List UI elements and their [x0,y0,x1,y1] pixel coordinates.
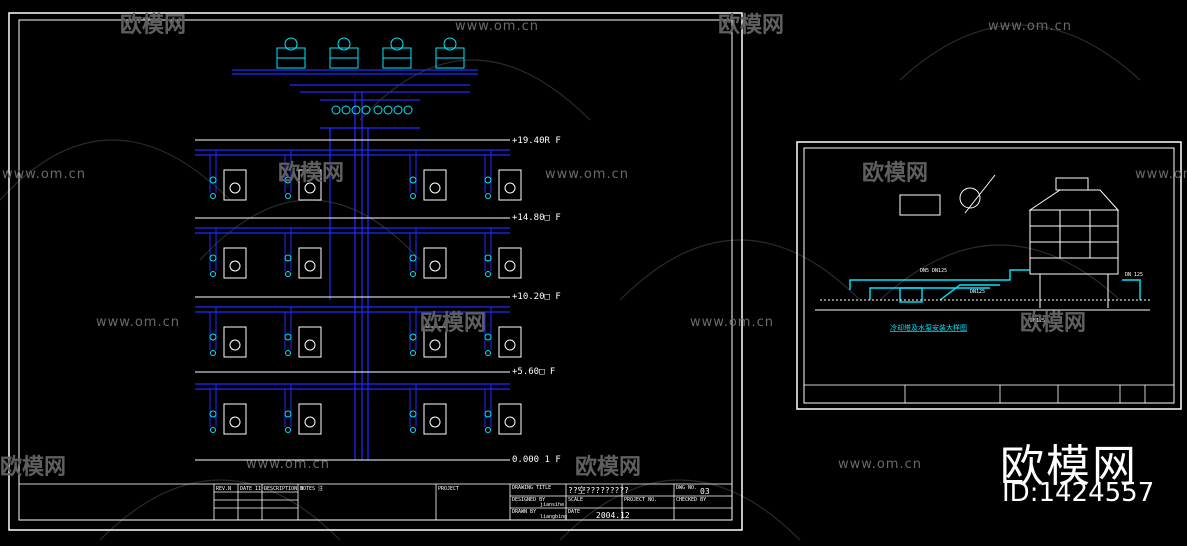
watermark-brand: 欧模网 [1020,310,1086,336]
date-header: DATE 11 [240,486,261,492]
project-no-label: PROJECT NO. [624,497,657,503]
notes-label: NOTES 注 [300,485,323,492]
watermark-brand: 欧模网 [278,160,344,186]
watermark-site: www.om.cn [2,167,86,182]
drawn-by-value: liangbing [540,514,567,520]
roof-cooling-towers [276,37,465,69]
designed-by-value: jiansihe [540,502,564,508]
left-sheet-inner-frame [18,19,733,521]
description-header: DESCRIPTION 3 [264,486,303,492]
floor-lines [195,139,510,461]
watermark-site: www.om.cn [690,315,774,330]
floor-equipment-units [195,149,522,435]
level-label-4f: +14.80□ F [512,213,561,223]
watermark-site: www.om.cn [455,19,539,34]
equipment-unit [484,150,522,201]
equipment-unit [209,384,247,435]
level-label-2f: +5.60□ F [512,367,555,377]
equipment-unit [409,228,447,279]
watermark-arcs [0,24,1141,541]
watermark-site: www.om.cn [246,457,330,472]
detail-symbols [899,174,996,216]
watermark-site: www.om.cn [988,19,1072,34]
right-pipework [849,269,1141,303]
equipment-unit [209,228,247,279]
right-ground-line [815,299,1150,311]
equipment-unit [209,150,247,201]
drawn-by-label: DRAWN BY [512,509,536,515]
equipment-unit [284,307,322,358]
equipment-unit [409,307,447,358]
level-label-roof: +19.40R F [512,136,561,146]
watermark-brand: 欧模网 [420,310,486,336]
equipment-unit [209,307,247,358]
equipment-unit [484,228,522,279]
watermark-brand: 欧模网 [575,454,641,480]
date-value: 2004.12 [596,511,630,520]
equipment-unit [284,228,322,279]
equipment-unit [484,384,522,435]
right-title-block [803,384,1175,404]
scale-label: SCALE [568,497,583,503]
drawing-title-value: ??空????????? [568,485,629,495]
equipment-unit [284,150,322,201]
dn-label-4: DN 125 [1125,272,1143,278]
right-sheet-outer-frame [796,141,1182,410]
designed-by-label: DESIGNED BY [512,497,545,503]
level-label-3f: +10.20□ F [512,292,561,302]
equipment-unit [484,307,522,358]
watermark-site: www.om.cn [545,167,629,182]
roof-pipework [232,69,478,460]
roof-pump-group [331,105,413,115]
watermark-site: www.om.cn [1135,167,1187,182]
left-sheet-outer-frame [8,12,743,531]
level-label-1f: 0.000 1 F [512,455,561,465]
model-id-label: ID:1424557 [1002,478,1155,508]
dn-label-2: DN125 [970,289,985,295]
drawing-title-label: DRAWING TITLE [512,485,551,491]
project-label: PROJECT [438,486,459,492]
rev-header: REV.N [216,486,231,492]
checked-by-label: CHECKED BY [676,497,706,503]
dwg-no-label: DWG NO. [676,485,697,491]
watermark-site: www.om.cn [838,457,922,472]
watermark-brand: 欧模网 [0,454,66,480]
dn-label-3: DN125 [1030,318,1045,324]
watermark-brand: 欧模网 [120,12,186,38]
right-sheet-inner-frame [803,147,1175,404]
cooling-tower-elevation [1028,177,1120,308]
watermark-brand: 欧模网 [718,12,784,38]
watermark-brand: 欧模网 [862,160,928,186]
equipment-unit [284,384,322,435]
watermarks: 欧模网 欧模网 www.om.cn www.om.cn www.om.cn 欧模… [0,12,1187,480]
brand-logo-text: 欧模网 [1000,441,1138,492]
left-title-block [18,483,733,521]
dn-label-1: DN5 DN125 [920,268,947,274]
equipment-unit [409,384,447,435]
date-label: DATE [568,509,580,515]
equipment-unit [409,150,447,201]
dwg-no-value: 03 [700,487,710,496]
watermark-site: www.om.cn [96,315,180,330]
right-sheet-caption: 冷却塔及水泵安装大样图 [890,323,967,332]
